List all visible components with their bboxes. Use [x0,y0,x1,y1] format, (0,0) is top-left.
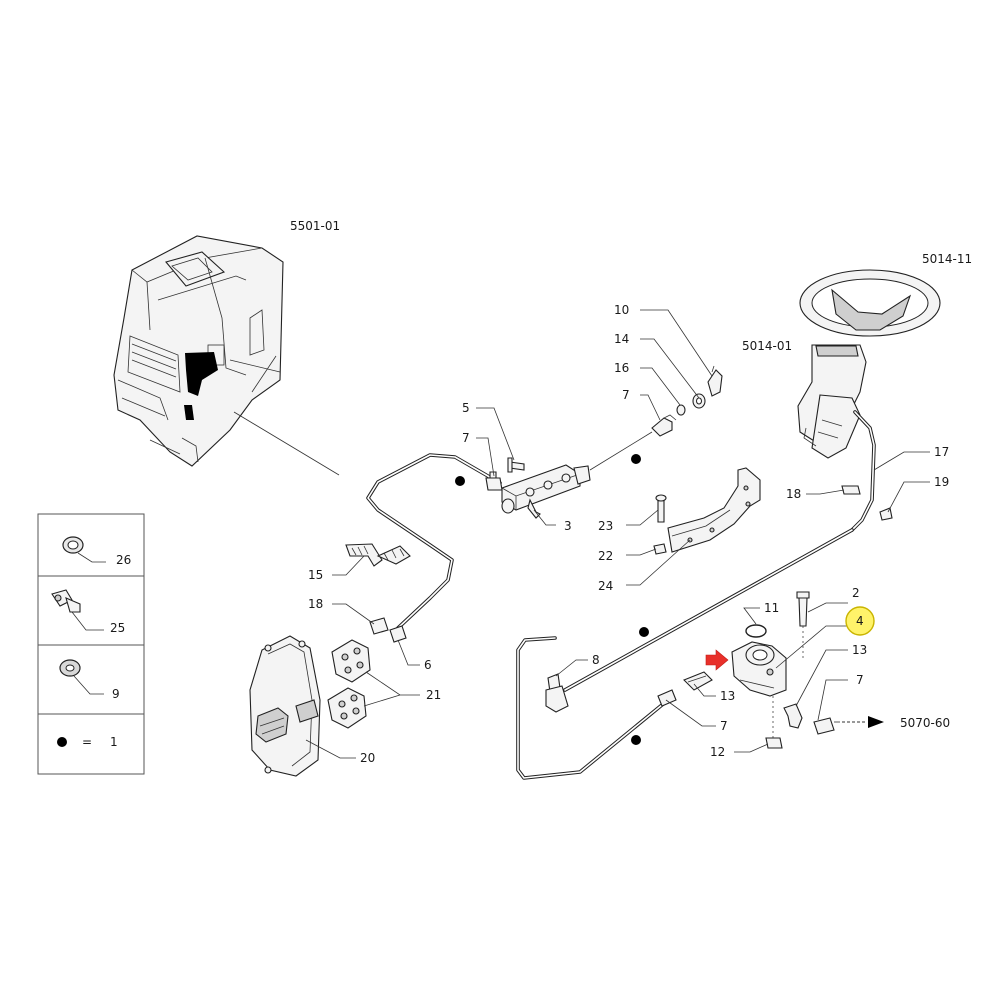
callout-3[interactable]: 3 [564,519,572,533]
callout-11[interactable]: 11 [764,601,779,615]
steering-assembly [797,269,941,459]
legend-number-25[interactable]: 25 [110,621,125,635]
callout-17[interactable]: 17 [934,445,949,459]
callout-7[interactable]: 7 [856,673,864,687]
highlight-circle [845,606,875,636]
callout-14[interactable]: 14 [614,332,629,346]
washer-icon [59,659,81,677]
column-fittings [841,485,893,521]
callout-10[interactable]: 10 [614,303,629,317]
legend-dot-value: 1 [110,735,118,749]
dot-marker [639,627,649,637]
callout-7[interactable]: 7 [462,431,470,445]
ref-steering-column: 5014-01 [742,339,792,353]
ref-cab: 5501-01 [290,219,340,233]
callout-4[interactable]: 4 [856,614,864,628]
callout-7[interactable]: 7 [720,719,728,733]
callout-23[interactable]: 23 [598,519,613,533]
legend-number-26[interactable]: 26 [116,553,131,567]
o-ring-icon [62,536,84,554]
outlet-arrow-icon [868,716,884,728]
callout-24[interactable]: 24 [598,579,613,593]
left-components [249,543,411,777]
dot-marker [631,735,641,745]
legend-panel: 26 25 9 = 1 [37,513,145,775]
dot-marker [631,454,641,464]
leader-lines [305,309,930,759]
dot-marker [455,476,465,486]
callout-21[interactable]: 21 [426,688,441,702]
callout-8[interactable]: 8 [592,653,600,667]
legend-number-9[interactable]: 9 [112,687,120,701]
callout-12[interactable]: 12 [710,745,725,759]
callout-18[interactable]: 18 [786,487,801,501]
callout-2[interactable]: 2 [852,586,860,600]
red-arrow-icon [705,649,729,671]
callout-13[interactable]: 13 [852,643,867,657]
manifold-block [501,431,653,519]
pump-assembly [545,591,840,749]
manifold-fittings [485,457,525,491]
callout-22[interactable]: 22 [598,549,613,563]
callout-18[interactable]: 18 [308,597,323,611]
callout-7[interactable]: 7 [622,388,630,402]
ref-outlet: 5070-60 [900,716,950,730]
callout-16[interactable]: 16 [614,361,629,375]
callout-15[interactable]: 15 [308,568,323,582]
top-fittings [651,365,723,437]
legend-equals: = [82,735,92,749]
callout-13[interactable]: 13 [720,689,735,703]
truck-cab [113,235,284,467]
elbow-fitting-icon [51,589,81,613]
callout-5[interactable]: 5 [462,401,470,415]
mounting-bracket [653,467,761,555]
legend-dot-marker [57,737,67,747]
ref-steering-wheel: 5014-11 [922,252,972,266]
callout-19[interactable]: 19 [934,475,949,489]
hydraulic-hoses [366,410,876,780]
cab-connector-highlight [185,352,218,396]
callout-20[interactable]: 20 [360,751,375,765]
callout-6[interactable]: 6 [424,658,432,672]
cab-leader-line [233,411,340,476]
